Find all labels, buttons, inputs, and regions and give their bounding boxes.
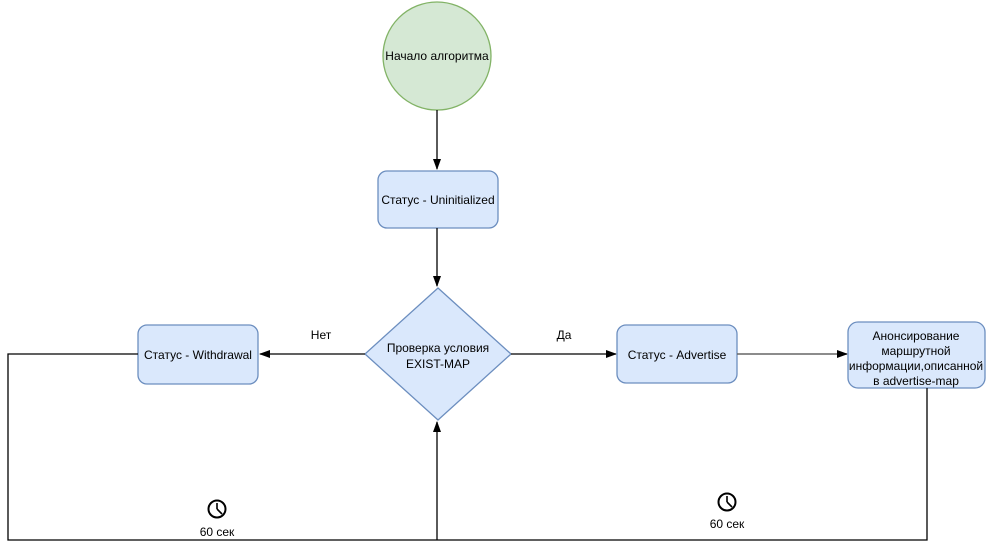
node-advertise-map-action-line1: Анонсирование [873,329,960,343]
clock-hand-hour [726,501,733,508]
edge-label-no: Нет [311,328,332,342]
timer-left: 60 сек [200,499,235,539]
clock-hand-hour [216,508,223,515]
node-advertise-map-action-line3: информации,описанной [849,359,983,373]
timer-right: 60 сек [710,492,745,531]
timer-left-label: 60 сек [200,525,235,539]
node-status-advertise-label: Статус - Advertise [628,348,727,362]
clock-icon [717,492,737,512]
node-advertise-map-action-line2: маршрутной [881,344,950,358]
loop-connector-left [7,353,437,541]
edge-label-yes: Да [557,328,572,342]
node-check-exist-map-label-line2: EXIST-MAP [406,357,470,371]
node-advertise-map-action [847,321,986,389]
node-status-uninitialized [377,170,499,229]
node-advertise-map-action-line4: в advertise-map [873,374,959,388]
timer-right-label: 60 сек [710,517,745,531]
loop-connector-right [437,388,928,541]
node-status-withdrawal-label: Статус - Withdrawal [144,348,252,362]
node-status-uninitialized-label: Статус - Uninitialized [381,193,494,207]
start-node-label: Начало алгоритма [385,49,489,63]
clock-icon [207,499,227,519]
node-check-exist-map-label-line1: Проверка условия [387,341,489,355]
node-check-exist-map [364,287,512,421]
